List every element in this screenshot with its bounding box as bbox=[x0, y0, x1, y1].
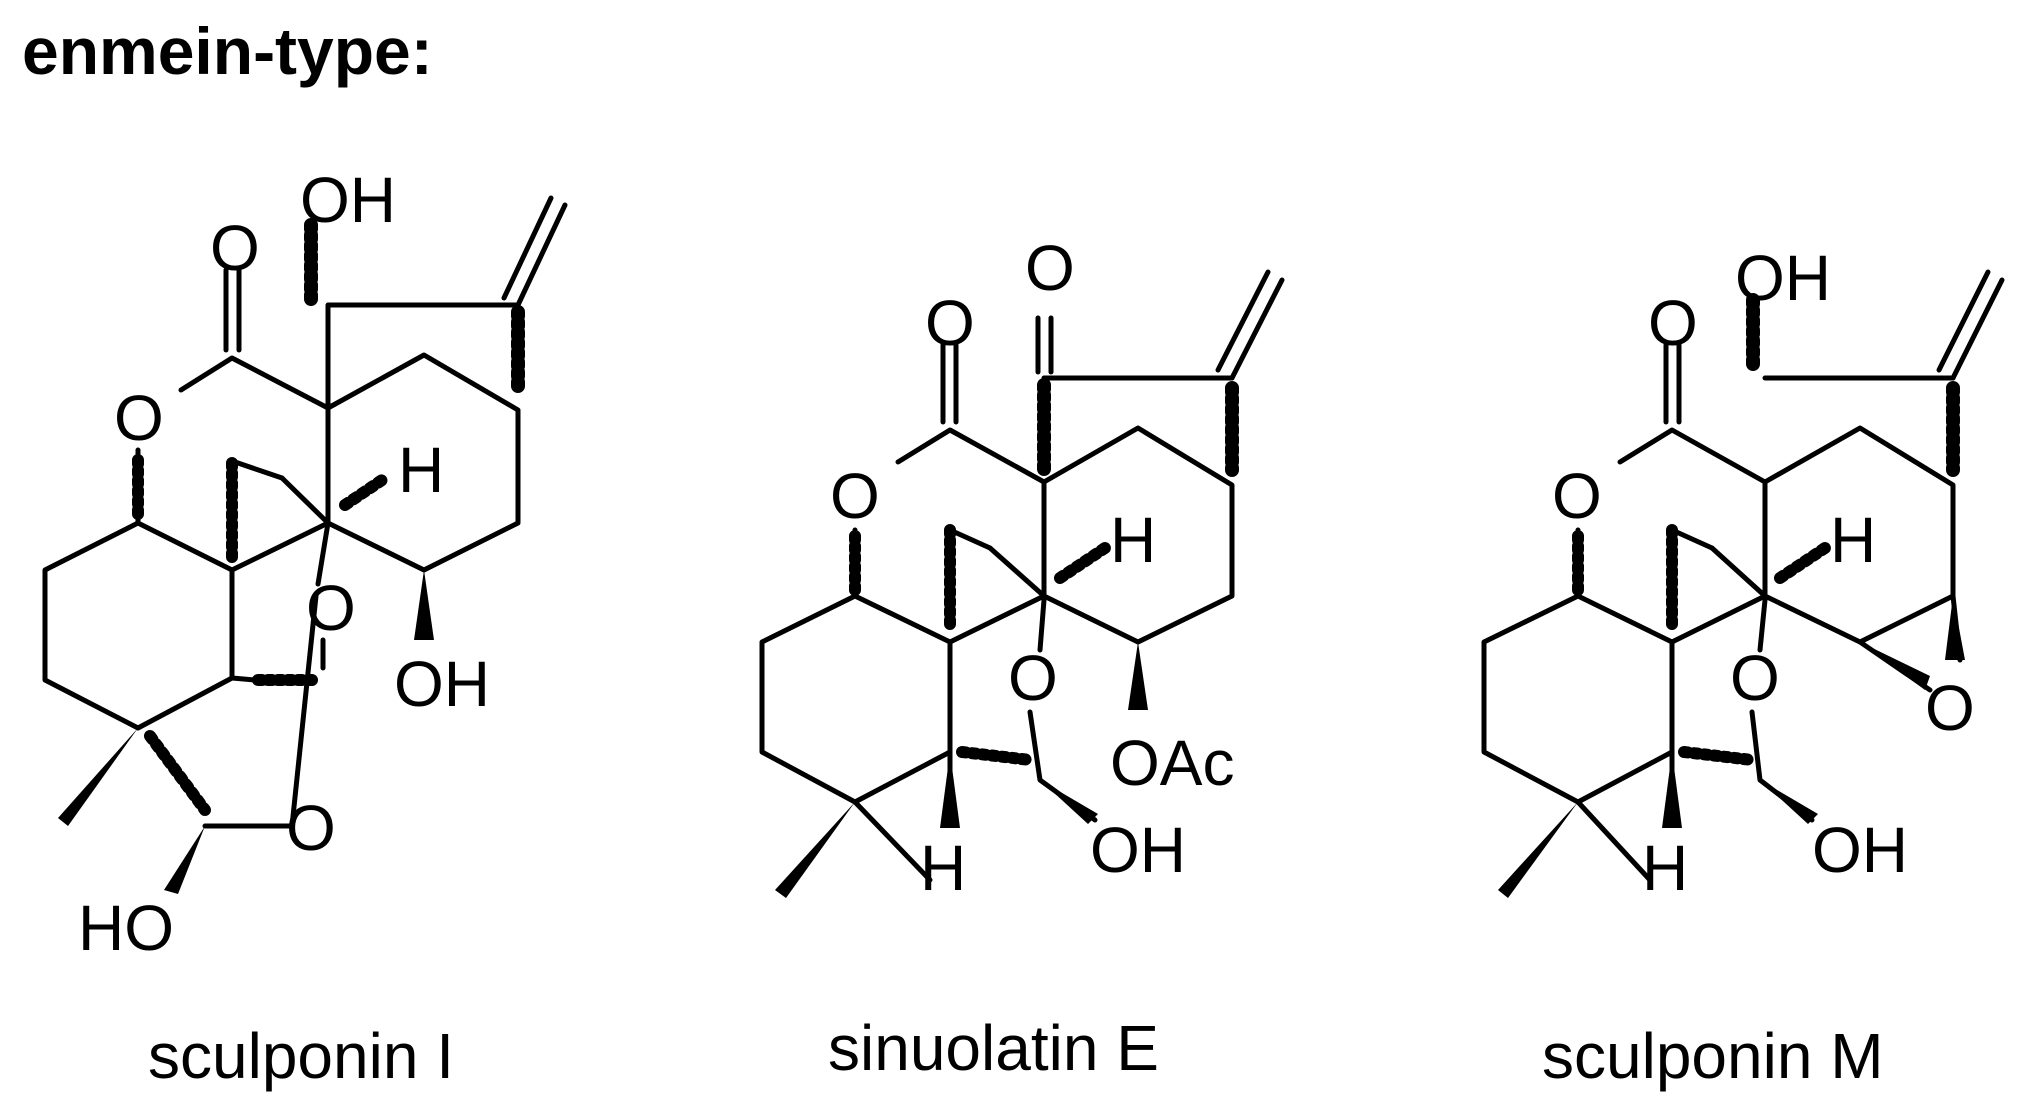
compound-name: sculponin M bbox=[1542, 1020, 1884, 1092]
hydroxyl-label: OH bbox=[1735, 242, 1831, 314]
hydrogen-label: H bbox=[1642, 832, 1688, 904]
structure-sculponin-m bbox=[1481, 269, 2005, 883]
carbonyl-oxygen-label: O bbox=[1648, 287, 1698, 359]
hydrogen-label: H bbox=[920, 832, 966, 904]
hydroxyl-label: OH bbox=[1812, 814, 1908, 886]
structure-sculponin-i bbox=[42, 195, 568, 829]
aldehyde-oxygen-label: O bbox=[1025, 232, 1075, 304]
structure-sinuolatin-e bbox=[759, 269, 1285, 883]
hydroxyl-label: OH bbox=[394, 648, 490, 720]
lactone-oxygen-label: O bbox=[830, 460, 880, 532]
hydroxyl-label: HO bbox=[78, 892, 174, 964]
compound-name: sinuolatin E bbox=[828, 1012, 1159, 1084]
ether-oxygen-label: O bbox=[286, 792, 336, 864]
hydrogen-label: H bbox=[398, 434, 444, 506]
carbonyl-oxygen-label: O bbox=[210, 212, 260, 284]
hydroxyl-label: OH bbox=[300, 164, 396, 236]
ether-oxygen-label: O bbox=[1730, 642, 1780, 714]
hydrogen-label: H bbox=[1830, 504, 1876, 576]
ether-oxygen-label: O bbox=[1008, 642, 1058, 714]
carbonyl-oxygen-label: O bbox=[925, 287, 975, 359]
lactone-oxygen-label: O bbox=[114, 382, 164, 454]
acetate-label: OAc bbox=[1110, 727, 1234, 799]
hydrogen-label: H bbox=[1110, 504, 1156, 576]
ether-oxygen-label: O bbox=[306, 572, 356, 644]
lactone-oxygen-label: O bbox=[1552, 460, 1602, 532]
compound-name: sculponin I bbox=[148, 1020, 454, 1092]
epoxide-oxygen-label: O bbox=[1925, 672, 1975, 744]
hydroxyl-label: OH bbox=[1090, 814, 1186, 886]
figure-heading: enmein-type: bbox=[22, 14, 433, 88]
